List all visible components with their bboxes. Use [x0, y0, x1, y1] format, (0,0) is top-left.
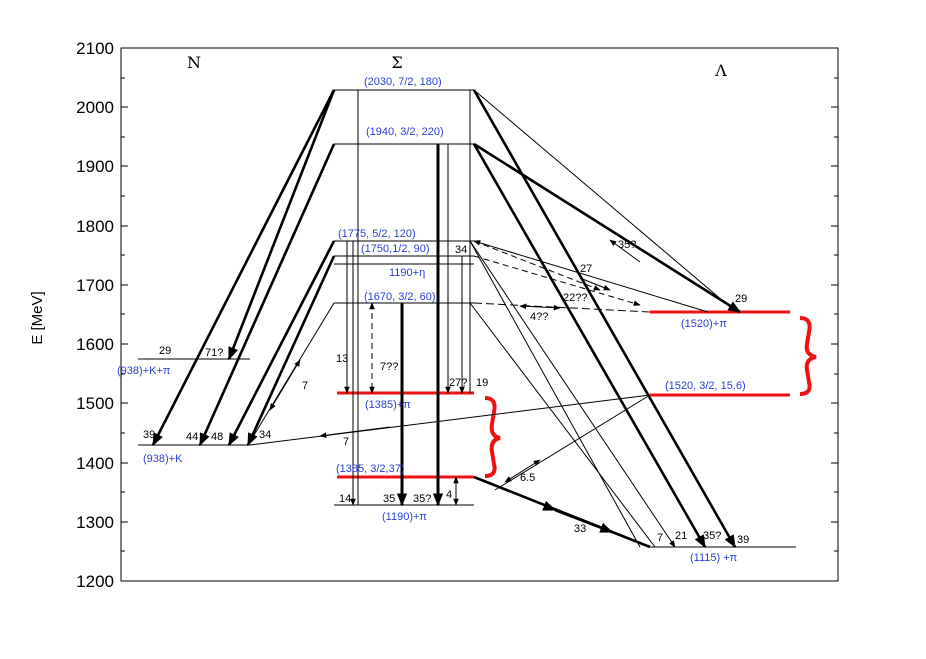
state-l1520: (1520, 3/2, 15.6) — [665, 380, 746, 392]
y-tick-2100: 2100 — [76, 39, 114, 58]
br-35: 35 — [383, 493, 395, 505]
y-ticks — [121, 47, 838, 582]
br-29: 29 — [159, 345, 171, 357]
br-44: 44 — [186, 431, 198, 443]
highlight-levels — [337, 310, 790, 479]
state-1750: (1750,1/2, 90) — [361, 243, 430, 255]
br-48: 48 — [211, 431, 223, 443]
column-header-sigma: Σ — [391, 53, 402, 72]
br-l39: 39 — [737, 534, 749, 546]
br-39: 39 — [143, 429, 155, 441]
state-2030: (2030, 7/2, 180) — [364, 76, 442, 88]
brace-sigma-1385 — [484, 396, 501, 478]
y-tick-1500: 1500 — [76, 394, 114, 413]
br-4qq: 4?? — [530, 311, 548, 323]
state-eta: 1190+η — [389, 267, 425, 279]
column-header-n: N — [187, 53, 201, 72]
br-l21: 21 — [675, 530, 687, 542]
state-1385: (1385, 3/2,37) — [336, 463, 405, 475]
br-27: 27 — [580, 263, 592, 275]
br-7-a: 7 — [302, 380, 308, 392]
y-tick-1900: 1900 — [76, 157, 114, 176]
state-nk: (938)+K — [143, 453, 183, 465]
sigma-thick-verticals — [396, 144, 444, 507]
y-tick-labels: 1200 1300 1400 1500 1600 1700 1800 1900 … — [76, 39, 114, 591]
thin-transitions — [247, 89, 737, 548]
state-nkpi: (938)+K+π — [117, 365, 171, 377]
br-6-5: 6.5 — [520, 472, 535, 484]
br-l35q: 35? — [703, 530, 721, 542]
y-tick-1200: 1200 — [76, 572, 114, 591]
br-35q: 35? — [413, 493, 431, 505]
y-tick-1800: 1800 — [76, 217, 114, 236]
br-71q: 71? — [205, 347, 223, 359]
brace-lambda-1520 — [799, 316, 817, 396]
br-33: 33 — [574, 523, 586, 535]
br-27q: 27? — [449, 377, 467, 389]
br-7-b: 7 — [343, 436, 349, 448]
transitions-to-n — [151, 89, 336, 447]
br-29-b: 29 — [735, 293, 747, 305]
column-header-lambda: Λ — [714, 61, 727, 80]
br-l7: 7 — [657, 532, 663, 544]
state-1190pi: (1190)+π — [382, 511, 427, 523]
y-tick-1700: 1700 — [76, 276, 114, 295]
plot-frame — [120, 47, 839, 582]
y-tick-1300: 1300 — [76, 513, 114, 532]
state-1385pi: (1385)+π — [365, 399, 411, 411]
br-35q-b: 35? — [618, 239, 636, 251]
br-34: 34 — [259, 429, 271, 441]
br-19: 19 — [476, 377, 488, 389]
state-l1520pi: (1520)+π — [681, 318, 727, 330]
br-22qq: 22?? — [563, 292, 587, 304]
br-7qq: 7?? — [380, 361, 398, 373]
state-l1115pi: (1115) +π — [690, 552, 738, 564]
state-1775: (1775, 5/2, 120) — [338, 228, 416, 240]
y-axis-title: E [MeV] — [29, 291, 46, 344]
y-tick-2000: 2000 — [76, 98, 114, 117]
br-14: 14 — [339, 493, 351, 505]
y-tick-1600: 1600 — [76, 335, 114, 354]
br-34-b: 34 — [455, 244, 467, 256]
br-13: 13 — [336, 353, 348, 365]
transitions-to-lambda — [469, 89, 742, 549]
y-tick-1400: 1400 — [76, 454, 114, 473]
br-4: 4 — [446, 489, 452, 501]
state-1670: (1670, 3/2, 60) — [364, 291, 436, 303]
state-1940: (1940, 3/2, 220) — [366, 126, 444, 138]
